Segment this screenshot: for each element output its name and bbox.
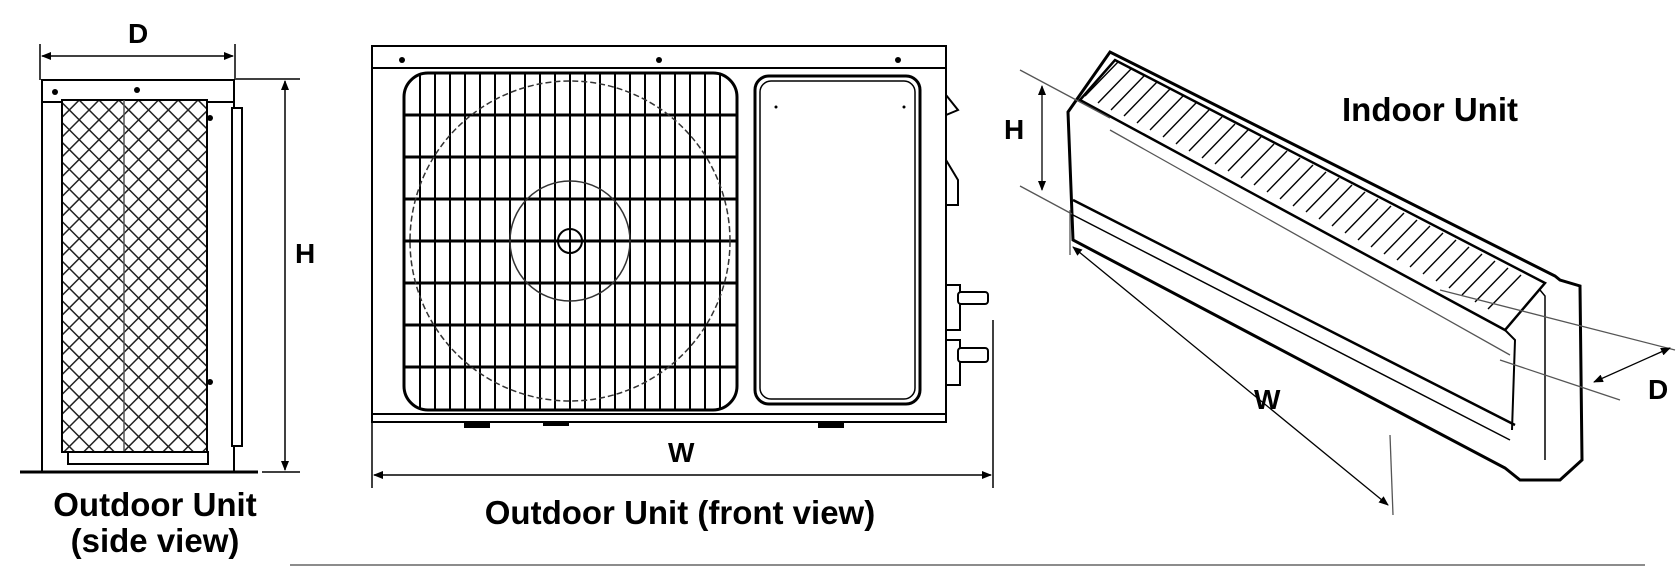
indoor-depth-dimension	[1439, 289, 1676, 401]
side-view-height-label: H	[295, 238, 316, 269]
air-intake-grille	[1084, 61, 1522, 310]
front-view-caption: Outdoor Unit (front view)	[484, 494, 876, 531]
side-view-caption-line1: Outdoor Unit	[53, 486, 257, 523]
outdoor-unit-front-view	[371, 45, 989, 428]
fan-grille	[402, 71, 739, 412]
side-view-caption: Outdoor Unit (side view)	[20, 486, 290, 560]
side-view-height-dimension	[236, 78, 300, 473]
indoor-height-label: H	[1004, 114, 1025, 145]
indoor-unit-caption: Indoor Unit	[1342, 91, 1518, 128]
service-valves	[945, 92, 989, 386]
front-view-width-dimension	[371, 320, 994, 488]
indoor-height-dimension	[1019, 69, 1111, 215]
front-view-width-label: W	[668, 437, 695, 468]
side-view-depth-dimension	[39, 44, 236, 80]
indoor-width-dimension	[1069, 129, 1511, 516]
side-view-depth-label: D	[128, 18, 149, 49]
side-view-caption-line2: (side view)	[70, 522, 240, 560]
outdoor-unit-side-view	[20, 79, 258, 474]
indoor-depth-label: D	[1648, 374, 1669, 405]
indoor-width-label: W	[1254, 384, 1281, 415]
